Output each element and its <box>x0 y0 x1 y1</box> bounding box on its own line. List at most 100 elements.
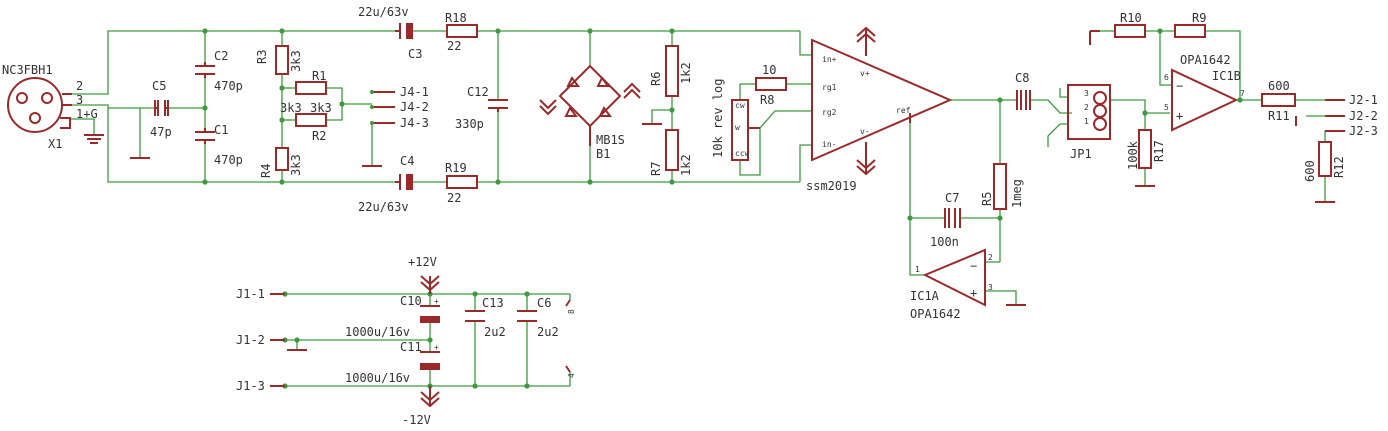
resistor-r10-icon <box>1114 24 1146 38</box>
r2-value: 3k3 <box>310 101 332 115</box>
supply-arrow-icon <box>420 275 571 408</box>
ground-symbol-icon <box>84 30 1335 351</box>
capacitor-c8-icon <box>1016 90 1031 110</box>
svg-text:ccw: ccw <box>735 149 750 158</box>
resistor-r5-icon <box>993 163 1007 210</box>
capacitor-c7-icon <box>944 208 961 228</box>
r10-label: R10 <box>1120 11 1142 25</box>
ssm-pin-rg2: rg2 <box>822 108 837 117</box>
r17-value: 100k <box>1126 140 1140 170</box>
resistor-r8-icon <box>755 77 787 91</box>
j21-label: J2-1 <box>1349 93 1378 107</box>
r12-label: R12 <box>1332 156 1346 178</box>
svg-text:w: w <box>735 123 740 132</box>
c7-label: C7 <box>945 191 959 205</box>
svg-text:cw: cw <box>735 101 745 110</box>
c13-label: C13 <box>482 296 504 310</box>
pin3-label: 3 <box>76 93 83 107</box>
c12-value: 330p <box>455 117 484 131</box>
ssm-pin-ref: ref <box>896 106 911 115</box>
c10-value: 1000u/16v <box>345 325 410 339</box>
capacitor-c3-icon <box>395 23 413 39</box>
capacitor-c4-icon <box>395 174 413 190</box>
ic1a-pin3: 3 <box>988 283 993 292</box>
c1-value: 470p <box>214 153 243 167</box>
r17-label: R17 <box>1152 140 1166 162</box>
r18-label: R18 <box>445 11 467 25</box>
r11-label: R11 <box>1268 109 1290 123</box>
bridge-rectifier-icon <box>539 64 641 146</box>
ic1a-label: IC1A <box>910 289 940 303</box>
r11-value: 600 <box>1268 79 1290 93</box>
j42-label: J4-2 <box>400 100 429 114</box>
c10-label: C10 <box>400 294 422 308</box>
j13-label: J1-3 <box>236 379 265 393</box>
ssm2019-amplifier-icon <box>811 26 953 176</box>
j23-label: J2-3 <box>1349 124 1378 138</box>
ssm-pin-vn: v- <box>860 127 870 136</box>
pin2-label: 2 <box>76 79 83 93</box>
resistor-r11-icon <box>1261 93 1296 107</box>
j43-label: J4-3 <box>400 116 429 130</box>
svg-text:+: + <box>970 286 977 300</box>
r7-value: 1k2 <box>679 154 693 176</box>
j1-terminals-icon <box>270 293 285 387</box>
r19-label: R19 <box>445 161 467 175</box>
resistor-r3-icon <box>275 45 289 75</box>
jp1-pin2: 2 <box>1084 103 1089 112</box>
r9-label: R9 <box>1192 11 1206 25</box>
capacitor-c5-icon <box>154 100 169 116</box>
c5-value: 47p <box>150 125 172 139</box>
potentiometer-icon: cw w ccw <box>731 99 760 161</box>
resistor-r12-icon <box>1318 141 1332 177</box>
ic1b-value: OPA1642 <box>1180 53 1231 67</box>
r5-value: 1meg <box>1010 179 1024 208</box>
r2-label: R2 <box>312 129 326 143</box>
c11-label: C11 <box>400 340 422 354</box>
r7-label: R7 <box>649 162 663 176</box>
resistor-r19-icon <box>446 175 478 189</box>
c2-value: 470p <box>214 79 243 93</box>
c4-value: 22u/63v <box>358 200 409 214</box>
r1-value: 3k3 <box>280 101 302 115</box>
r19-value: 22 <box>447 191 461 205</box>
vpos-label: +12V <box>408 255 437 269</box>
j11-label: J1-1 <box>236 287 265 301</box>
wires <box>62 30 1340 387</box>
r8-label: R8 <box>760 93 774 107</box>
jp1-pin1: 1 <box>1084 117 1089 126</box>
r8-value: 10 <box>762 63 776 77</box>
c1-label: C1 <box>214 123 228 137</box>
svg-text:−: − <box>1176 79 1183 93</box>
svg-text:+: + <box>1176 109 1183 123</box>
svg-text:+: + <box>434 297 439 306</box>
ic1b-pin5: 5 <box>1164 103 1169 112</box>
ic1a-value: OPA1642 <box>910 307 961 321</box>
r18-value: 22 <box>447 39 461 53</box>
resistor-r9-icon <box>1174 24 1206 38</box>
r12-value: 600 <box>1303 160 1317 182</box>
ssm-pin-vp: v+ <box>860 69 870 78</box>
c8-label: C8 <box>1015 71 1029 85</box>
capacitor-c1-icon <box>195 128 215 144</box>
jp1-label: JP1 <box>1070 147 1092 161</box>
resistor-r17-icon <box>1138 129 1152 169</box>
capacitor-c10-icon: + <box>420 297 440 323</box>
c3-value: 22u/63v <box>358 5 409 19</box>
pot-label: 10k rev log <box>711 79 725 158</box>
c12-label: C12 <box>467 85 489 99</box>
svg-text:−: − <box>970 259 977 273</box>
ic1a-pin2: 2 <box>988 253 993 262</box>
r1-label: R1 <box>312 69 326 83</box>
capacitor-c11-icon: + <box>420 343 440 370</box>
jp1-pin3: 3 <box>1084 89 1089 98</box>
xlr-connector-icon <box>7 77 72 133</box>
junction-dots <box>202 28 1243 389</box>
c13-value: 2u2 <box>484 325 506 339</box>
labels: NC3FBH1 X1 2 3 1+G C5 47p C2 470p C1 470… <box>2 5 1378 427</box>
capacitor-c13-icon <box>465 310 485 322</box>
svg-text:+: + <box>434 343 439 352</box>
vneg-label: -12V <box>402 413 431 427</box>
j4-terminals-icon <box>370 90 395 125</box>
